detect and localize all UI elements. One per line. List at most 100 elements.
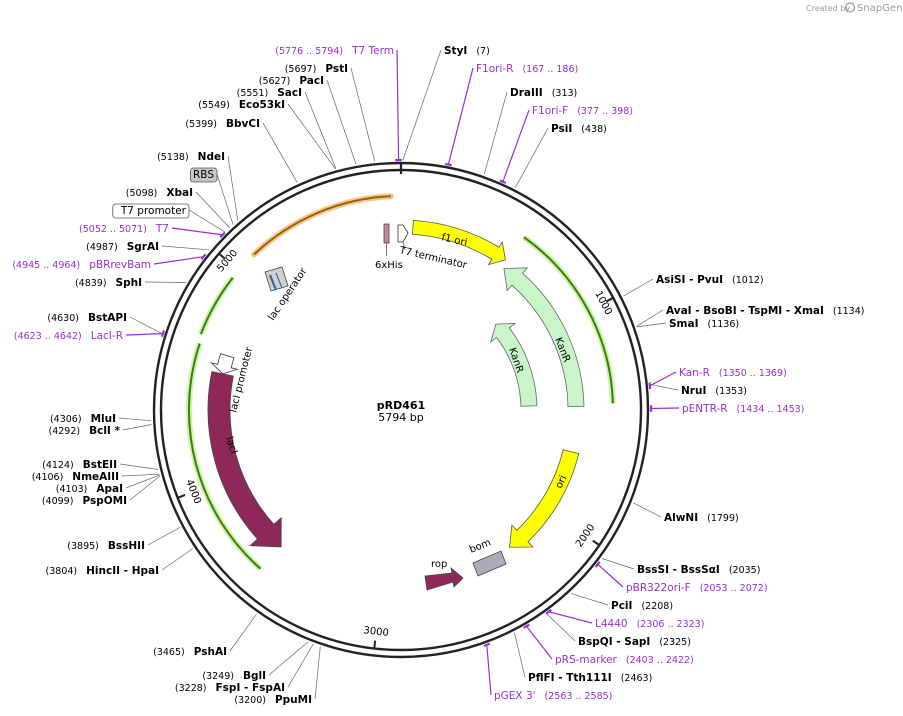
site-position: (5627): [259, 76, 291, 87]
site-label-psti: (5697)PstI: [285, 63, 348, 75]
leader-bsshii: [147, 526, 181, 546]
features: [185, 219, 585, 591]
ori-feature: [509, 449, 580, 548]
primer-mark-prs: [523, 623, 530, 629]
leader-pbrrev: [153, 256, 204, 265]
site-label-l4440: L4440(2306 .. 2323): [595, 618, 704, 630]
site-name: RBS: [193, 169, 214, 181]
leader-t7prom: [188, 209, 226, 233]
site-position: (1350 .. 1369): [719, 368, 787, 379]
lac-operator-feature: [264, 266, 289, 292]
leader-psii: [514, 127, 549, 188]
site-position: (377 .. 398): [577, 106, 633, 117]
leader-pbr322: [597, 563, 624, 588]
leader-mlui: [118, 417, 152, 422]
plasmid-length: 5794 bp: [378, 411, 423, 424]
site-position: (4623 .. 4642): [14, 331, 82, 342]
site-name: pENTR-R: [682, 403, 728, 415]
primer-mark-lacir: [160, 330, 166, 338]
t7-terminator-leader: [402, 241, 406, 251]
leader-psti: [350, 67, 376, 162]
site-position: (1134): [833, 306, 865, 317]
site-name: MluI: [91, 413, 116, 425]
site-label-bstapi: (4630)BstAPI: [47, 312, 127, 324]
leader-pentr: [650, 407, 680, 410]
site-position: (3895): [67, 541, 99, 552]
site-name: XbaI: [166, 187, 193, 199]
site-name: SgrAI: [127, 241, 159, 253]
leader-saci: [304, 91, 337, 169]
site-name: DraIII: [510, 87, 543, 99]
site-position: (2035): [729, 565, 761, 576]
site-label-ppumi: (3200)PpuMI: [234, 694, 312, 706]
feature-box-rbs: [189, 167, 218, 183]
site-name: F1ori-R: [476, 63, 513, 75]
site-position: (4945 .. 4964): [12, 260, 80, 271]
kanr-outer-feature: [503, 267, 585, 408]
t7-terminator-feature: [397, 224, 409, 243]
leader-avai: [636, 309, 664, 327]
site-label-pcii: PciI (2208): [611, 600, 673, 612]
site-name: BstAPI: [88, 312, 127, 324]
site-label-pbr322: pBR322ori-F(2053 .. 2072): [626, 582, 768, 594]
snapgene-logo-icon: [844, 2, 856, 13]
site-name: SmaI: [669, 318, 699, 330]
leader-pspomi: [129, 475, 161, 501]
site-position: (313): [552, 88, 578, 99]
6xhis-label: 6xHis: [375, 260, 403, 271]
site-name: BstEII: [83, 459, 117, 471]
laci-label: lacI: [223, 436, 239, 456]
site-position: (2463): [621, 673, 653, 684]
site-label-bsshii: (3895) BssHII: [67, 540, 145, 552]
tick-label-2000: 2000: [574, 522, 597, 549]
leader-smai: [636, 322, 667, 328]
feature-box-t7prom: [112, 203, 190, 219]
site-label-pflfi: PflFI - Tth111I(2463): [528, 672, 652, 684]
leader-hincii: [161, 548, 194, 571]
site-name: NdeI: [198, 151, 225, 163]
site-name: PspOMI: [82, 495, 127, 507]
site-label-f1orif: F1ori-F(377 .. 398): [532, 105, 633, 117]
6xhis-feature: [383, 223, 390, 244]
site-position: (7): [476, 46, 489, 57]
site-position: (2563 .. 2585): [545, 691, 613, 702]
laci-arc-outer-core: [199, 277, 234, 335]
site-name: PshAI: [194, 646, 227, 658]
site-name: AvaI - BsoBI - TspMI - XmaI: [666, 305, 824, 317]
site-position: (5098): [126, 188, 158, 199]
site-position: (438): [581, 124, 607, 135]
site-name: HincII - HpaI: [86, 565, 159, 577]
tick-mark-5000: [218, 252, 226, 260]
leader-bcli: [122, 424, 152, 431]
primer-mark-f1orir: [444, 162, 452, 167]
leader-t7term: [396, 49, 400, 161]
ori-label: ori: [554, 474, 569, 490]
site-position: (2403 .. 2422): [626, 655, 694, 666]
site-name: SphI: [116, 277, 142, 289]
site-label-ndei: (5138)NdeI: [157, 151, 225, 163]
bom-label: bom: [468, 537, 493, 556]
site-position: (4124): [42, 460, 74, 471]
site-label-sphi: (4839)SphI: [75, 277, 142, 289]
site-position: (4106): [32, 472, 64, 483]
site-label-mlui: (4306)MluI: [50, 413, 116, 425]
site-position: (2208): [641, 601, 673, 612]
tick-label-3000: 3000: [363, 625, 390, 639]
t7-terminator-label: T7 terminator: [397, 245, 468, 272]
site-label-pspomi: (4099)PspOMI: [42, 495, 127, 507]
site-position: (5052 .. 5071): [79, 224, 147, 235]
leader-lacir: [125, 333, 164, 336]
leader-nmeaiii: [121, 473, 160, 477]
leader-styi: [402, 49, 442, 161]
site-position: (1353): [715, 386, 747, 397]
site-label-sgrai: (4987)SgrAI: [86, 241, 159, 253]
tick-mark-4000: [177, 493, 186, 499]
site-name: LacI-R: [91, 330, 123, 342]
leader-t7p: [171, 227, 223, 236]
leader-nrui: [649, 383, 679, 391]
site-label-pshai: (3465)PshAI: [153, 646, 227, 658]
site-name: BssHII: [108, 540, 145, 552]
site-position: (3200): [234, 695, 266, 706]
site-name: PciI: [611, 600, 632, 612]
